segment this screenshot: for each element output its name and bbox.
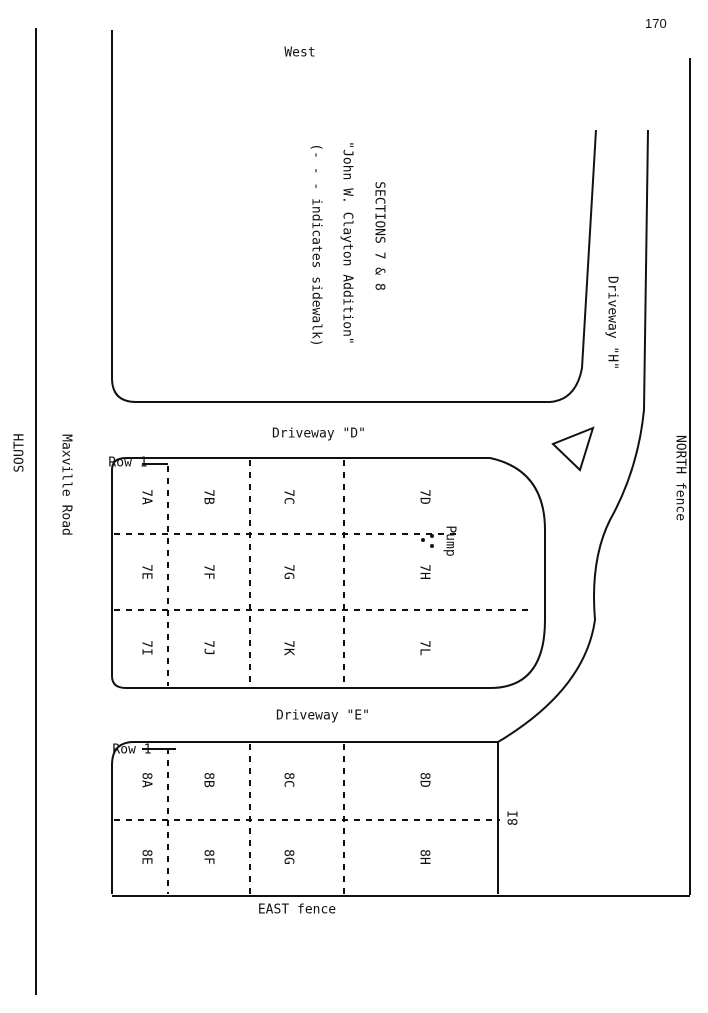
plot-7f: 7F	[200, 564, 216, 580]
plot-7d: 7D	[416, 489, 432, 505]
north-fence-label: NORTH fence	[672, 434, 688, 522]
title-line3: (- - - indicates sidewalk)	[308, 143, 324, 347]
plot-7i: 7I	[138, 640, 154, 656]
west-label: West	[284, 45, 316, 61]
triangle-marker	[551, 426, 595, 472]
east-fence-label: EAST fence	[257, 902, 337, 918]
section-7-sidewalks	[114, 460, 530, 686]
page-number: 170	[645, 16, 667, 31]
section-8-block	[111, 741, 499, 894]
plot-7l: 7L	[416, 640, 432, 656]
plot-8h: 8H	[416, 849, 432, 865]
plot-8a: 8A	[138, 772, 154, 788]
south-label: SOUTH	[12, 433, 28, 473]
row-label-7: Row 1	[108, 455, 148, 471]
driveway-h-boundary	[497, 129, 649, 743]
plot-8e: 8E	[138, 849, 154, 865]
plot-8g: 8G	[280, 849, 296, 865]
plot-7k: 7K	[280, 640, 296, 656]
pump-label: Pump	[442, 525, 458, 557]
title-line2: "John W. Clayton Addition"	[339, 141, 355, 345]
driveway-h-label: Driveway "H"	[604, 276, 620, 370]
plot-8f: 8F	[200, 849, 216, 865]
row-label-8: Row 1	[112, 742, 152, 758]
driveway-d-label: Driveway "D"	[272, 426, 366, 442]
plot-8d: 8D	[416, 772, 432, 788]
maxville-road-label: Maxville Road	[58, 434, 74, 536]
plot-8b: 8B	[200, 772, 216, 788]
west-area-outline	[111, 30, 597, 403]
driveway-e-label: Driveway "E"	[276, 708, 370, 724]
title-line1: SECTIONS 7 & 8	[371, 181, 387, 291]
section-8-sidewalks	[114, 744, 500, 894]
plot-7a: 7A	[138, 489, 154, 505]
plot-7b: 7B	[200, 489, 216, 505]
plot-8i: 8I	[506, 810, 522, 826]
plot-7j: 7J	[200, 640, 216, 656]
pump-icon	[421, 534, 434, 548]
plot-7c: 7C	[280, 489, 296, 505]
plot-7h: 7H	[416, 564, 432, 580]
section-7-block	[111, 457, 546, 689]
plot-8c: 8C	[280, 772, 296, 788]
plot-7e: 7E	[138, 564, 154, 580]
plot-7g: 7G	[280, 564, 296, 580]
